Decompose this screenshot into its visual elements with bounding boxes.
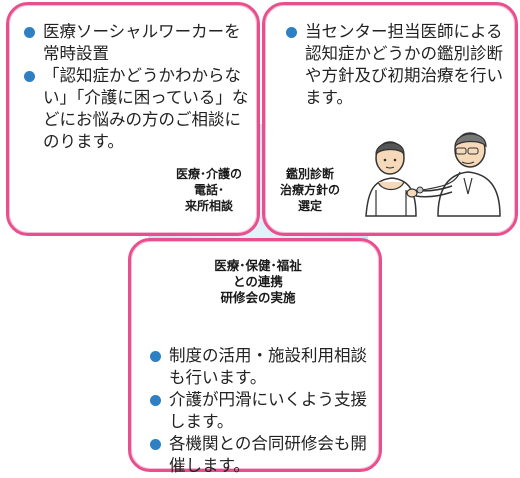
bullet-dot-icon [24, 27, 35, 38]
bullet-dot-icon [286, 27, 297, 38]
list-item: 制度の活用・施設利用相談も行います。 [143, 345, 373, 389]
doctor-figure [406, 132, 501, 217]
list-item: 医療ソーシャルワーカーを常時設置 [17, 21, 253, 65]
patient-figure [365, 141, 417, 217]
bullet-dot-icon [150, 395, 161, 406]
cooperation-list: 制度の活用・施設利用相談も行います。 介護が円滑にいくよう支援します。 各機関と… [143, 345, 373, 477]
bullet-dot-icon [150, 439, 161, 450]
consultation-label: 医療･介護の 電話･ 来所相談 [175, 167, 242, 213]
consultation-list: 医療ソーシャルワーカーを常時設置 「認知症かどうかわからない」「介護に困っている… [17, 21, 253, 153]
list-item: 各機関との合同研修会も開催します。 [143, 433, 373, 477]
consultation-card: 医療ソーシャルワーカーを常時設置 「認知症かどうかわからない」「介護に困っている… [6, 2, 260, 236]
doctor-examining-patient-icon [365, 132, 501, 217]
list-item: 「認知症かどうかわからない」「介護に困っている」などにお悩みの方のご相談にのりま… [17, 65, 253, 153]
bullet-dot-icon [24, 71, 35, 82]
diagnosis-card: 当センター担当医師による認知症かどうかの鑑別診断や方針及び初期治療を行います。 [262, 2, 518, 236]
diagnosis-label: 鑑別診断 治療方針の 選定 [279, 167, 340, 213]
list-item: 介護が円滑にいくよう支援します。 [143, 389, 373, 433]
list-item: 当センター担当医師による認知症かどうかの鑑別診断や方針及び初期治療を行います。 [279, 21, 511, 109]
diagnosis-list: 当センター担当医師による認知症かどうかの鑑別診断や方針及び初期治療を行います。 [279, 21, 511, 109]
cooperation-card: 制度の活用・施設利用相談も行います。 介護が円滑にいくよう支援します。 各機関と… [128, 238, 382, 475]
bullet-dot-icon [150, 351, 161, 362]
cooperation-label: 医療･保健･福祉 との連携 研修会の実施 [214, 258, 302, 305]
